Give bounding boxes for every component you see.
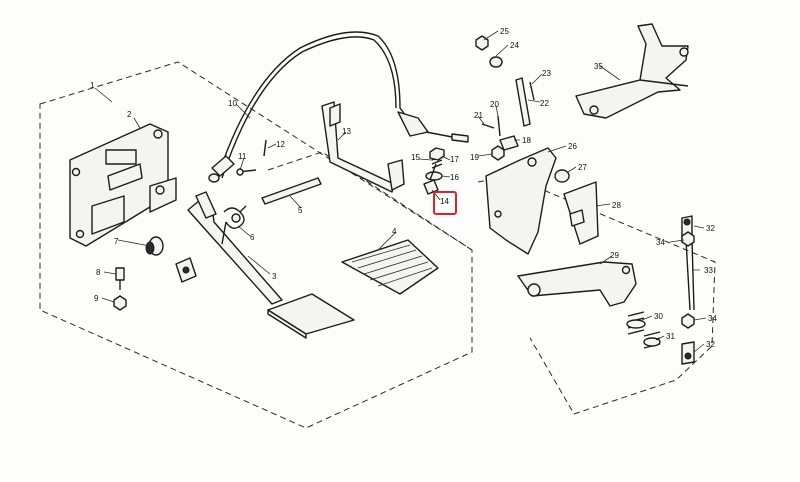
callout-28: 28 — [612, 201, 621, 210]
callout-17: 17 — [450, 155, 459, 164]
callout-4: 4 — [392, 227, 397, 236]
part-26-lever-plate — [485, 147, 557, 255]
part-29-lever — [517, 261, 637, 307]
part-30-spring — [626, 311, 646, 335]
callout-21: 21 — [474, 111, 483, 120]
part-28-bracket — [563, 181, 599, 245]
callout-25: 25 — [500, 27, 509, 36]
part-33-rod — [685, 239, 695, 311]
part-13-cable-bracket — [321, 101, 405, 193]
leader-lines — [94, 30, 707, 353]
callout-14: 14 — [440, 197, 449, 206]
part-16-washer — [425, 171, 443, 181]
callout-9: 9 — [94, 294, 99, 303]
part-24-bushing — [489, 56, 503, 68]
part-19-nut — [491, 145, 505, 161]
callout-35: 35 — [594, 62, 603, 71]
callout-11: 11 — [238, 152, 247, 161]
part-6-return-spring — [221, 205, 247, 245]
callout-12: 12 — [276, 140, 285, 149]
callout-labels: 1 2 3 4 5 6 7 8 9 10 11 12 13 14 15 16 1… — [90, 27, 717, 349]
callout-29: 29 — [610, 251, 619, 260]
callout-32-top: 32 — [706, 224, 715, 233]
callout-7: 7 — [114, 237, 119, 246]
part-23-pin — [529, 81, 535, 101]
part-27-washer — [554, 169, 570, 183]
part-10-cable — [208, 31, 469, 183]
callout-34-top: 34 — [656, 238, 665, 247]
callout-1: 1 — [90, 81, 95, 90]
part-31-spring — [643, 331, 661, 349]
callout-6: 6 — [250, 233, 255, 242]
part-22-shaft — [515, 77, 531, 127]
part-12-cotter-pin — [263, 139, 267, 157]
part-18-clevis — [499, 135, 519, 151]
callout-20: 20 — [490, 100, 499, 109]
part-3-pedal-arm — [175, 191, 355, 339]
part-5-pin — [261, 177, 322, 205]
callout-19: 19 — [470, 153, 479, 162]
callout-15: 15 — [411, 153, 420, 162]
callout-22: 22 — [540, 99, 549, 108]
callout-10: 10 — [228, 99, 237, 108]
callout-16: 16 — [450, 173, 459, 182]
part-2-bracket — [69, 123, 177, 247]
callout-26: 26 — [568, 142, 577, 151]
callout-27: 27 — [578, 163, 587, 172]
part-14-bolt — [423, 163, 439, 195]
part-9-nut — [113, 295, 127, 311]
callout-30: 30 — [654, 312, 663, 321]
part-4-pedal-pad — [341, 239, 439, 295]
boundary-pedal-assembly — [39, 61, 473, 429]
callout-23: 23 — [542, 69, 551, 78]
callout-33: 33 — [704, 266, 713, 275]
part-17-nut — [429, 147, 445, 161]
callout-32-bottom: 32 — [706, 340, 715, 349]
part-25-nut — [475, 35, 489, 51]
callout-18: 18 — [522, 136, 531, 145]
callout-8: 8 — [96, 268, 101, 277]
callout-3: 3 — [272, 272, 277, 281]
callout-34-bottom: 34 — [708, 314, 717, 323]
callout-2: 2 — [127, 110, 132, 119]
part-34-nut — [681, 231, 695, 329]
part-8-bolt — [115, 267, 125, 290]
part-20-pin — [497, 115, 501, 137]
callout-31: 31 — [666, 332, 675, 341]
part-21-pin — [481, 123, 495, 129]
callout-13: 13 — [342, 127, 351, 136]
callout-5: 5 — [298, 206, 303, 215]
highlight-box-callout-14 — [433, 191, 457, 215]
part-35-upper-bracket — [575, 23, 689, 119]
callout-24: 24 — [510, 41, 519, 50]
